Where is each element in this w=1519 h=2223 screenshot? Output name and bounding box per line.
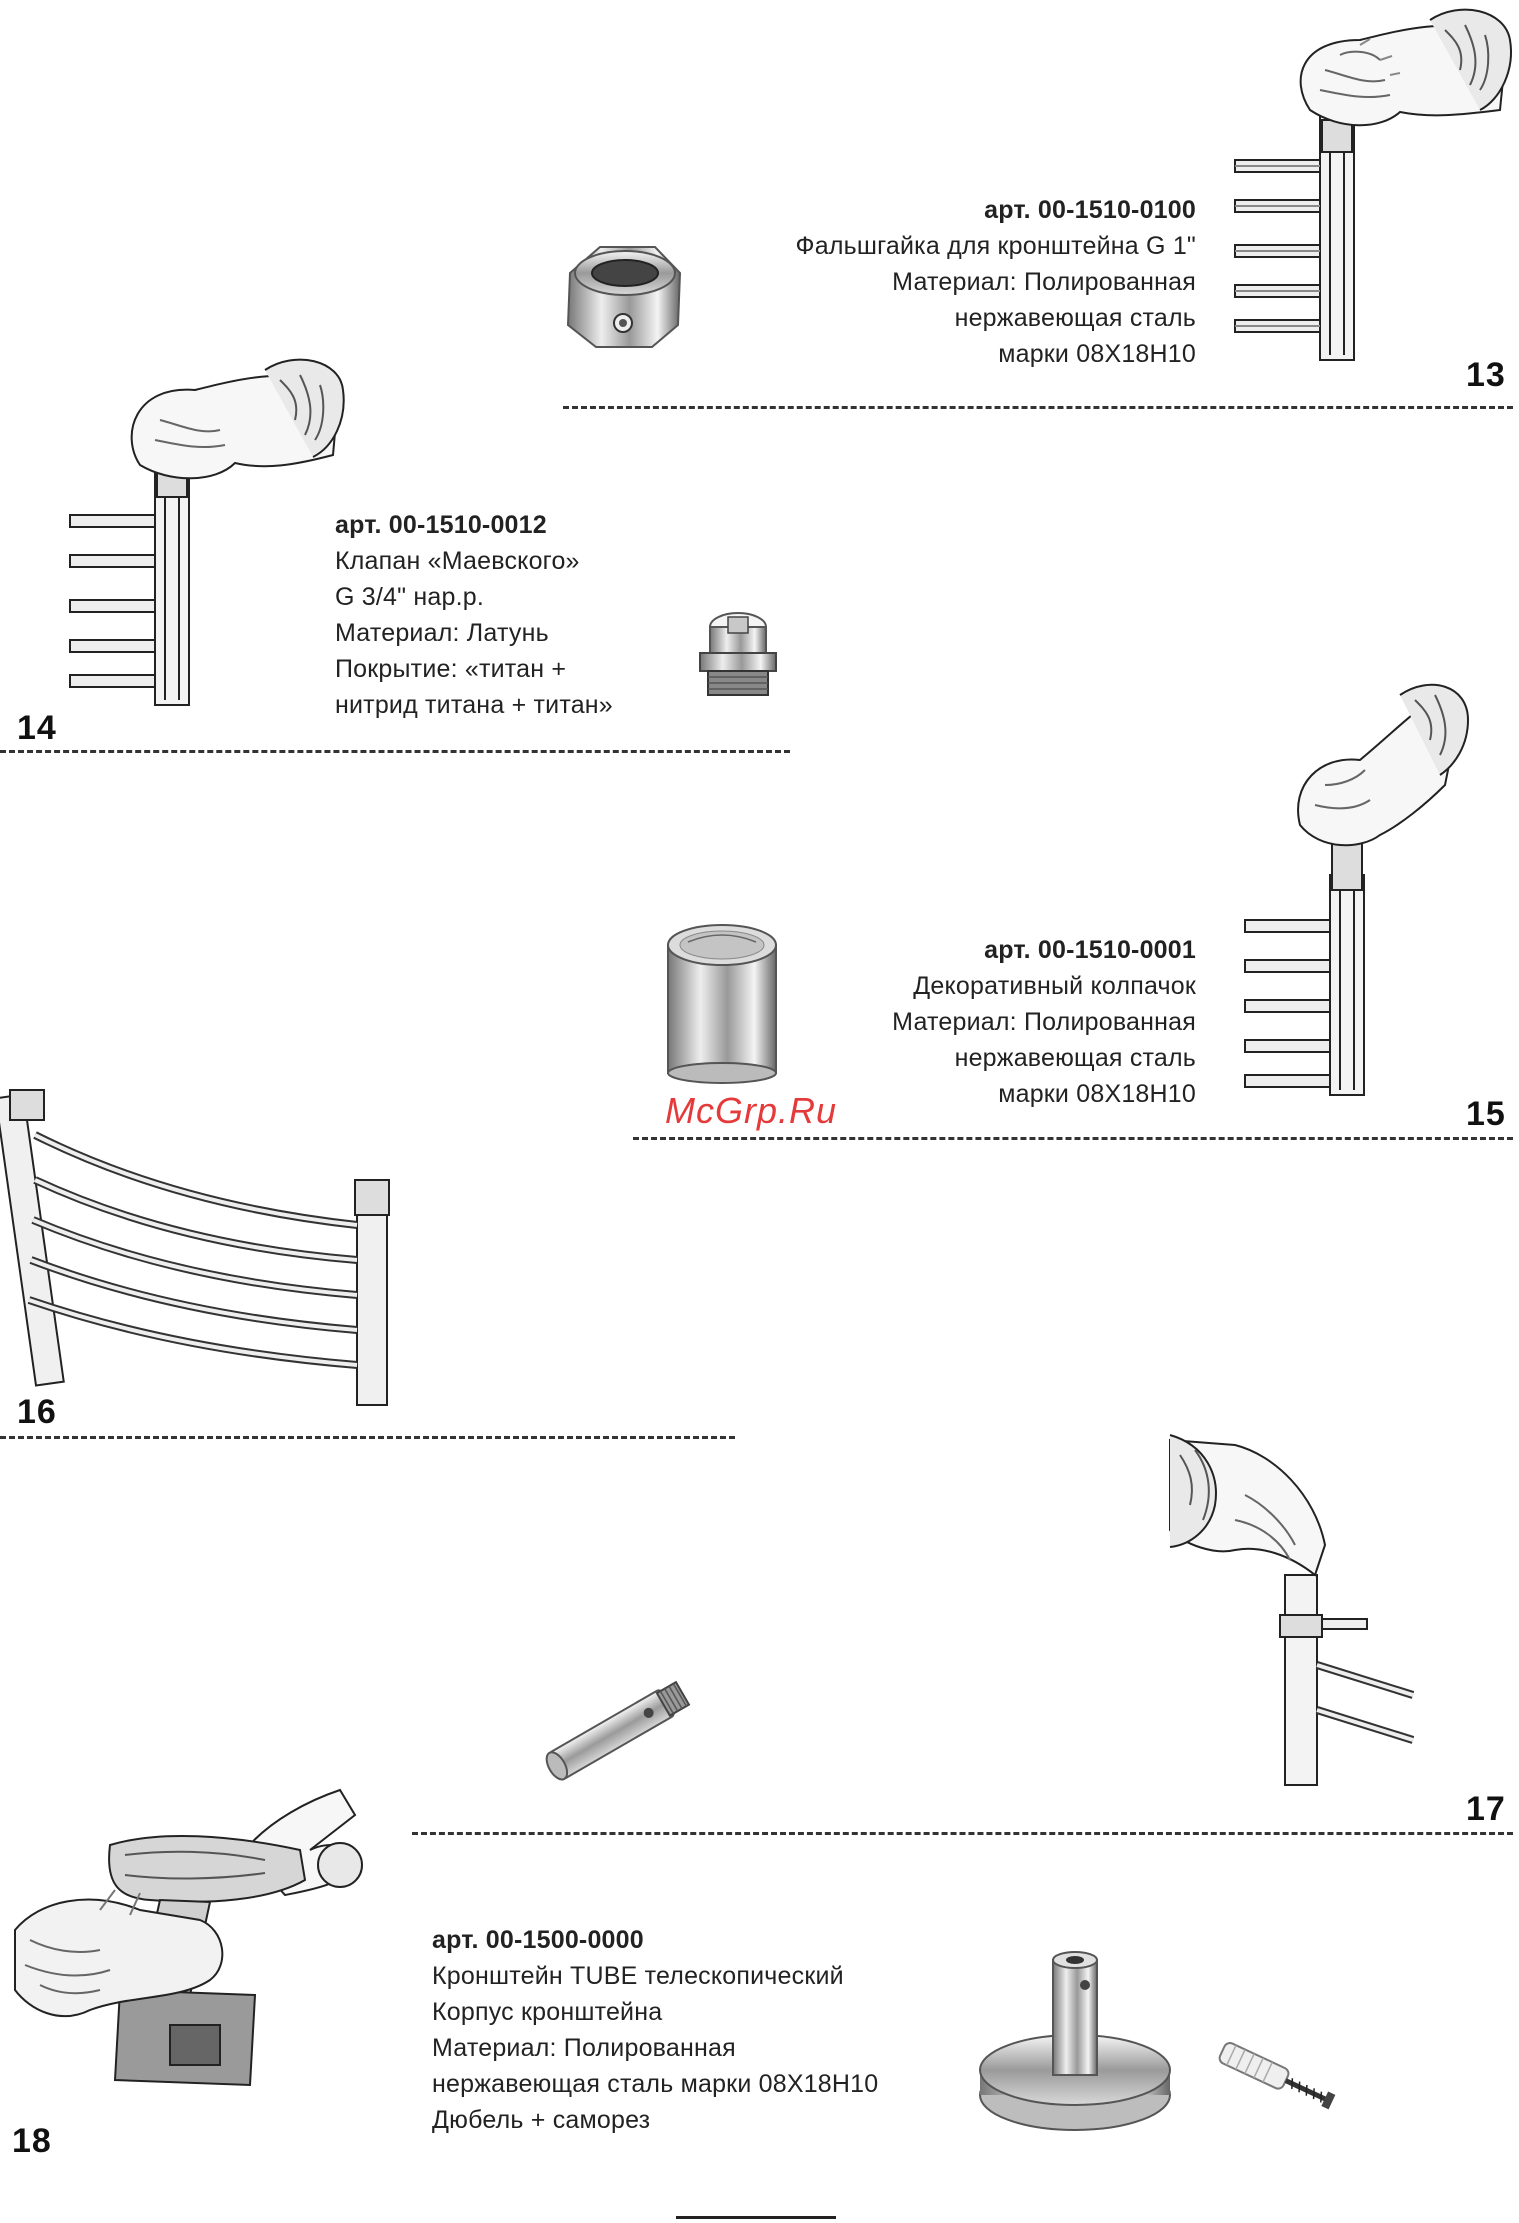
- item-14-line: Клапан «Маевского»: [335, 547, 580, 575]
- separator-line: [0, 1436, 735, 1439]
- curved-towel-rail-illustration: [0, 1085, 415, 1405]
- item-14-article: арт. 00-1510-0012: [335, 511, 547, 539]
- hand-on-towel-rail-illustration: [1165, 1435, 1415, 1785]
- item-13-line: нержавеющая сталь: [954, 304, 1196, 332]
- drill-illustration: [10, 1770, 380, 2100]
- item-18-description: арт. 00-1500-0000 Кронштейн TUBE телеско…: [432, 1922, 952, 2138]
- item-18-article: арт. 00-1500-0000: [432, 1926, 644, 1954]
- item-15-line: Материал: Полированная: [892, 1008, 1196, 1036]
- item-18-line: Материал: Полированная: [432, 2034, 736, 2062]
- valve-product-photo: [688, 605, 788, 705]
- separator-line: [412, 1832, 1513, 1835]
- item-14-number: 14: [17, 709, 57, 747]
- item-18-number: 18: [12, 2122, 52, 2160]
- item-14-line: нитрид титана + титан»: [335, 691, 613, 719]
- item-14-description: арт. 00-1510-0012 Клапан «Маевского» G 3…: [335, 507, 715, 723]
- item-13-line: Материал: Полированная: [892, 268, 1196, 296]
- separator-line: [563, 406, 1513, 409]
- item-15-description: арт. 00-1510-0001 Декоративный колпачок …: [636, 932, 1196, 1112]
- hand-on-towel-rail-illustration: [65, 355, 345, 705]
- item-16-number: 16: [17, 1393, 57, 1431]
- item-14-line: G 3/4" нар.р.: [335, 583, 484, 611]
- separator-line: [633, 1137, 1513, 1140]
- bracket-base-photo: [975, 1940, 1175, 2140]
- nut-product-photo: [560, 235, 690, 355]
- item-14-line: Покрытие: «титан +: [335, 655, 567, 683]
- dowel-screw-photo: [1210, 2035, 1336, 2110]
- hand-on-towel-rail-illustration: [1240, 675, 1470, 1095]
- telescopic-rod-photo: [535, 1668, 700, 1793]
- cap-product-photo: [660, 920, 785, 1085]
- item-18-line: нержавеющая сталь марки 08Х18Н10: [432, 2070, 879, 2098]
- item-14-line: Материал: Латунь: [335, 619, 549, 647]
- hand-on-towel-rail-illustration: [1230, 0, 1515, 360]
- item-13-line: Фальшгайка для кронштейна G 1": [795, 232, 1196, 260]
- item-18-line: Дюбель + саморез: [432, 2106, 651, 2134]
- page-footer-line: [676, 2216, 836, 2219]
- item-15-line: марки 08Х18Н10: [998, 1080, 1196, 1108]
- item-18-line: Корпус кронштейна: [432, 1998, 663, 2026]
- item-15-article: арт. 00-1510-0001: [984, 936, 1196, 964]
- item-13-article: арт. 00-1510-0100: [984, 196, 1196, 224]
- item-13-number: 13: [1466, 356, 1506, 394]
- item-18-line: Кронштейн TUBE телескопический: [432, 1962, 844, 1990]
- item-15-line: Декоративный колпачок: [913, 972, 1196, 1000]
- item-15-number: 15: [1466, 1095, 1506, 1133]
- separator-line: [0, 750, 790, 753]
- item-15-line: нержавеющая сталь: [954, 1044, 1196, 1072]
- item-13-description: арт. 00-1510-0100 Фальшгайка для кронште…: [636, 192, 1196, 372]
- item-17-number: 17: [1466, 1790, 1506, 1828]
- item-13-line: марки 08Х18Н10: [998, 340, 1196, 368]
- watermark: McGrp.Ru: [665, 1090, 838, 1131]
